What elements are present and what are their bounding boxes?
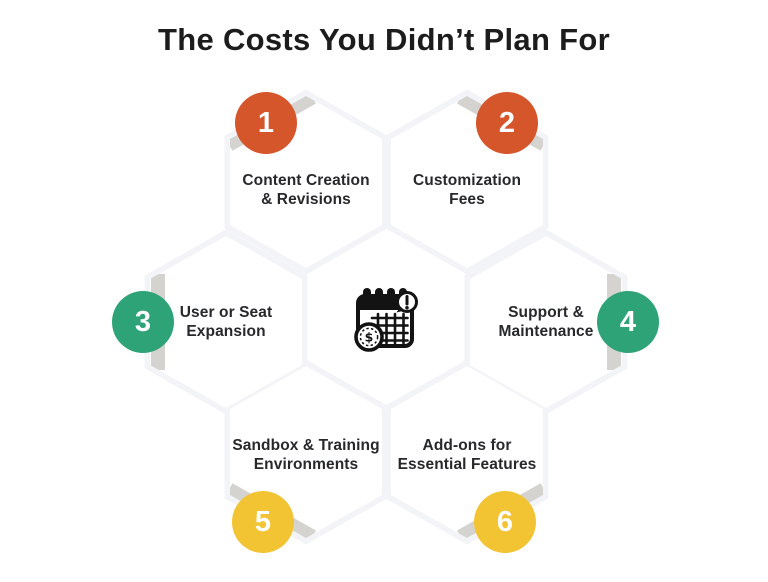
hex-label-line1: Support & [508, 304, 584, 321]
step-badge-1: 1 [235, 92, 297, 154]
hex-label-line2: Environments [253, 456, 359, 473]
calendar-cost-alert-icon: $ [352, 286, 418, 358]
hex-item-3: 3 User or Seat Expansion [112, 229, 308, 415]
hex-item-5: 5 Sandbox & Training Environments [224, 359, 388, 553]
hex-label-line1: Add-ons for [422, 437, 512, 454]
page-title: The Costs You Didn’t Plan For [158, 22, 610, 57]
hex-label-5: Sandbox & Training Environments [230, 369, 382, 541]
hex-item-6: 6 Add-ons for Essential Features [385, 359, 549, 553]
hex-label-4: Support & Maintenance [470, 236, 622, 408]
dollar-glyph: $ [365, 330, 374, 345]
hex-label-3: User or Seat Expansion [150, 236, 302, 408]
hex-label-line2: Fees [449, 191, 485, 208]
hex-label-line2: Maintenance [498, 323, 594, 340]
hex-item-4: 4 Support & Maintenance [464, 229, 659, 415]
hex-label-line1: Customization [412, 172, 522, 189]
step-badge-2: 2 [476, 92, 538, 154]
hex-label-line2: Essential Features [397, 456, 537, 473]
hex-label-line1: Sandbox & Training [232, 437, 380, 454]
hex-item-1: 1 Content Creation & Revisions [224, 89, 388, 275]
hex-label-2: Customization Fees [391, 104, 543, 276]
step-badge-5: 5 [232, 491, 294, 553]
hex-label-1: Content Creation & Revisions [230, 104, 382, 276]
hex-label-line1: User or Seat [179, 304, 273, 321]
hex-item-2: 2 Customization Fees [385, 89, 549, 275]
hex-label-line2: Expansion [186, 323, 266, 340]
step-badge-3: 3 [112, 291, 174, 353]
step-badge-4: 4 [597, 291, 659, 353]
hex-label-line1: Content Creation [242, 172, 370, 189]
hex-label-line2: & Revisions [261, 191, 351, 208]
step-badge-6: 6 [474, 491, 536, 553]
hex-label-6: Add-ons for Essential Features [391, 369, 543, 541]
